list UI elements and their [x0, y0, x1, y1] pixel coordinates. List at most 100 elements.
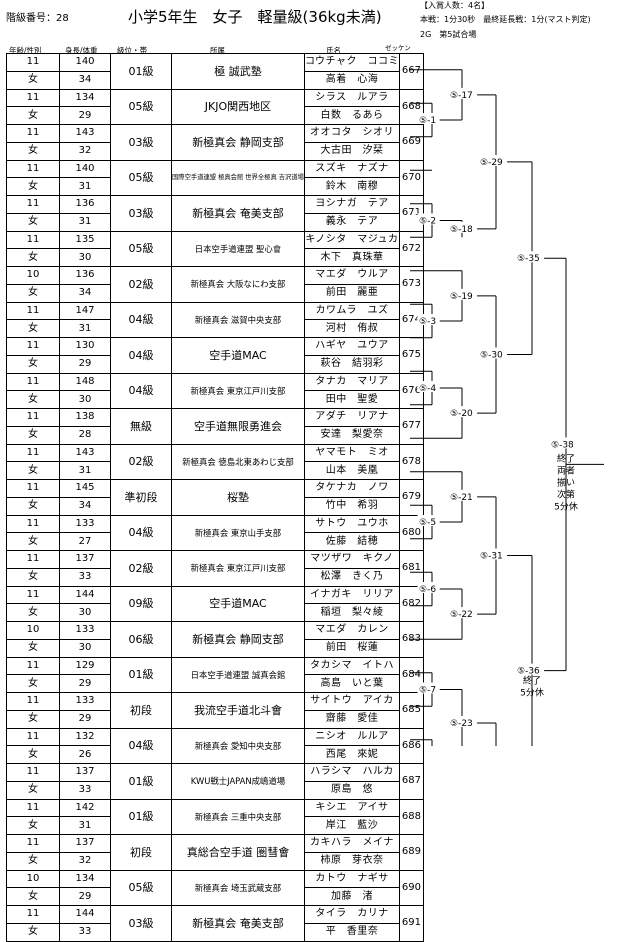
match-label-bg: [549, 437, 579, 449]
grade-cell: 03級: [110, 905, 172, 942]
age-cell: 11: [6, 798, 60, 818]
match-label-bg: [417, 381, 440, 392]
match-label: ⑤-3: [417, 314, 440, 327]
match-note: 5分休: [520, 687, 544, 699]
match-label: ⑤-31: [478, 548, 508, 562]
match-label-bg: [448, 288, 478, 300]
name-cell: 岸江 藍沙: [303, 816, 400, 835]
zekken-cell: 669: [398, 124, 424, 161]
match-label: ⑤-30: [478, 347, 508, 361]
sex-cell: 女: [6, 780, 60, 800]
match-label: ⑤-2: [417, 213, 440, 227]
match-note: 5分休: [554, 500, 578, 512]
team-cell: JKJO関西地区: [171, 88, 305, 125]
kana-cell: キシエ アイサ: [303, 798, 400, 818]
grade-cell: 02級: [110, 443, 172, 480]
zekken-cell: 687: [398, 763, 424, 800]
sex-cell: 女: [6, 922, 60, 942]
match-label-bg: [448, 221, 478, 233]
match-label-bg: [448, 489, 478, 501]
height-cell: 142: [59, 798, 111, 818]
col-team: 所属: [210, 46, 225, 55]
grade-cell: 04級: [110, 514, 172, 551]
match-label-bg: [448, 716, 478, 727]
match-label: ⑤-23: [448, 716, 478, 729]
kana-cell: カキハラ メイナ: [303, 834, 400, 853]
page-title: 小学5年生 女子 軽量級(36kg未満): [128, 8, 382, 26]
zekken-cell: 691: [398, 905, 424, 942]
match-label: ⑤-38: [549, 437, 579, 450]
sex-cell: 女: [6, 816, 60, 835]
kana-cell: タイラ カリナ: [303, 905, 400, 924]
kana-cell: カトウ ナギサ: [303, 869, 400, 889]
age-cell: 10: [6, 869, 60, 889]
match-label: ⑤-20: [448, 406, 478, 419]
height-cell: 144: [59, 905, 111, 924]
tournament-bracket: ⑤-1⑤-2⑤-3⑤-4⑤-5⑤-6⑤-7⑤-8⑤-9⑤-17⑤-18⑤-19⑤…: [410, 69, 604, 746]
grade-cell: 01級: [110, 763, 172, 800]
match-label-bg: [448, 607, 478, 619]
match-label: ⑤-29: [478, 154, 508, 168]
team-cell: 空手道MAC: [171, 337, 305, 374]
team-cell: 新極真会 大阪なにわ支部: [171, 266, 305, 303]
match-label: ⑤-7: [417, 682, 440, 696]
zekken-cell: 675: [398, 337, 424, 374]
match-number: ⑤-36: [517, 667, 540, 677]
name-cell: 原島 悠: [303, 780, 400, 800]
match-label: ⑤-5: [417, 515, 440, 528]
match-number: ⑤-29: [480, 158, 503, 168]
match-number: ⑤-31: [480, 552, 503, 562]
col-age-sex: 年齢/性別: [9, 46, 42, 55]
team-cell: 我流空手道北斗會: [171, 692, 305, 729]
tournament-sheet: 階級番号：28 小学5年生 女子 軽量級(36kg未満) 【入賞人数：4名】 本…: [6, 1, 604, 942]
match-number: ⑤-35: [517, 254, 540, 264]
match-number: ⑤-21: [450, 493, 473, 503]
col-name: 氏名: [326, 46, 341, 55]
match-label-bg: [417, 314, 440, 325]
team-cell: KWU戦士JAPAN成嶋道場: [171, 763, 305, 800]
match-label-bg: [417, 113, 440, 124]
match-number: ⑤-23: [450, 719, 473, 729]
match-label: ⑤-22: [448, 607, 478, 620]
weight-cell: 30: [59, 390, 111, 409]
match-label-bg: [515, 251, 545, 263]
grade-cell: 初段: [110, 834, 172, 871]
match-label: ⑤-19: [448, 288, 478, 302]
match-label-bg: [478, 548, 508, 560]
prize-info: 【入賞人数：4名】: [420, 1, 490, 10]
grade-cell: 05級: [110, 230, 172, 267]
match-number: ⑤-38: [551, 440, 574, 450]
match-label: ⑤-21: [448, 489, 478, 503]
match-label-bg: [417, 682, 440, 694]
match-label-bg: [515, 663, 545, 675]
grade-cell: 02級: [110, 266, 172, 303]
grade-cell: 01級: [110, 798, 172, 835]
zekken-cell: 671: [398, 195, 424, 232]
col-zekken: ゼッケン: [385, 44, 411, 52]
team-cell: 新極真会 埼玉武蔵支部: [171, 869, 305, 906]
match-label-bg: [448, 87, 478, 99]
match-number: ⑤-7: [419, 686, 436, 696]
match-time-info: 本戦：1分30秒 最終延長戦：1分(マスト判定): [420, 15, 591, 24]
grade-cell: 01級: [110, 656, 172, 693]
weight-cell: 33: [59, 922, 111, 942]
weight-cell: 33: [59, 780, 111, 800]
match-label-bg: [417, 213, 440, 225]
weight-cell: 29: [59, 354, 111, 374]
team-cell: 新極真会 滋賀中央支部: [171, 301, 305, 338]
